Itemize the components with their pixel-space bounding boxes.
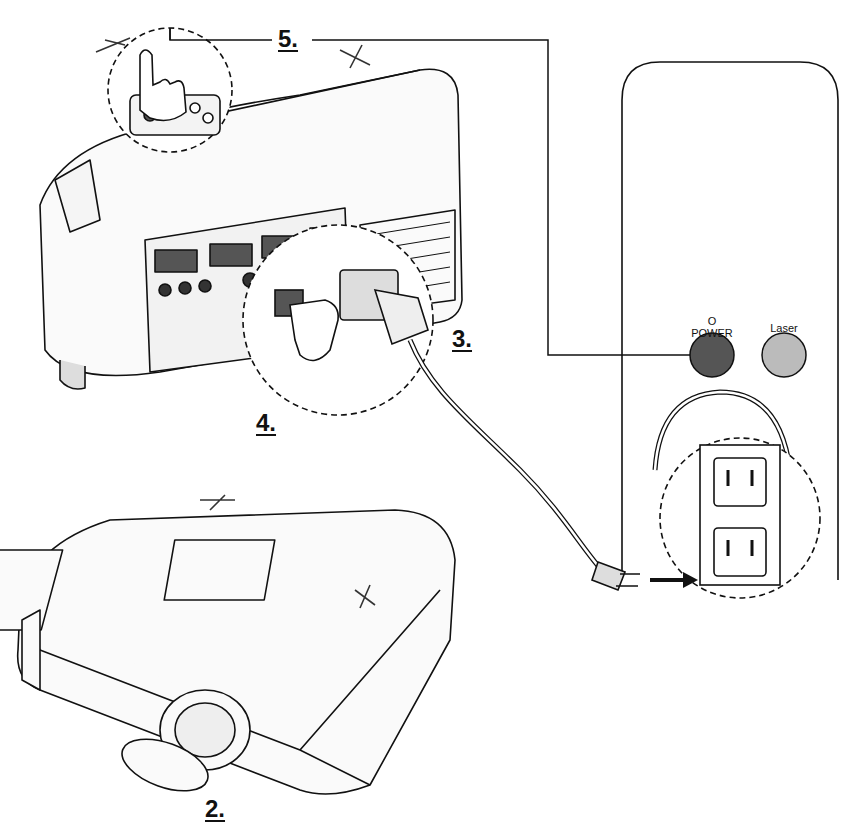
lens-cap <box>115 729 215 801</box>
callout-number: 2. <box>205 796 225 822</box>
socket <box>714 528 766 576</box>
port <box>210 244 252 266</box>
leader-line <box>312 40 690 355</box>
panel <box>164 540 275 600</box>
button-label: Laser <box>770 322 798 334</box>
callout-number: 3. <box>452 326 472 352</box>
wall-outlet <box>700 445 780 585</box>
jack <box>179 282 191 294</box>
key <box>190 103 200 113</box>
callout-number: 5. <box>278 26 298 52</box>
power-switch-detail <box>275 270 428 360</box>
insert-arrow <box>650 578 685 582</box>
socket-slots <box>728 470 752 556</box>
light-star <box>355 585 375 608</box>
callout-number: 4. <box>256 410 276 436</box>
insert-arrowhead <box>683 572 698 588</box>
projector-edges <box>20 590 440 785</box>
hand <box>290 300 338 360</box>
projector-front <box>0 495 455 801</box>
foot <box>60 360 85 389</box>
button-symbol: O <box>708 315 717 327</box>
button-label: POWER <box>691 327 733 339</box>
socket <box>714 458 766 506</box>
hand <box>140 50 186 120</box>
light-star <box>200 495 235 510</box>
outlet-plate <box>700 445 780 585</box>
light-star <box>340 45 370 68</box>
detail-circle <box>108 28 232 152</box>
power-button <box>690 333 734 377</box>
key <box>203 113 213 123</box>
port <box>155 250 197 272</box>
wall-plug <box>592 562 640 590</box>
detail-circle <box>660 438 820 598</box>
laser-button <box>762 333 806 377</box>
jack <box>159 284 171 296</box>
leader-line <box>169 28 171 40</box>
vent <box>22 610 40 690</box>
detail-circle <box>243 225 433 415</box>
leader-line <box>170 28 272 40</box>
projector-body <box>18 510 455 794</box>
keypad <box>55 160 100 232</box>
power-plug <box>375 290 428 344</box>
jack <box>199 280 211 292</box>
hand-pressing-button <box>130 50 220 135</box>
